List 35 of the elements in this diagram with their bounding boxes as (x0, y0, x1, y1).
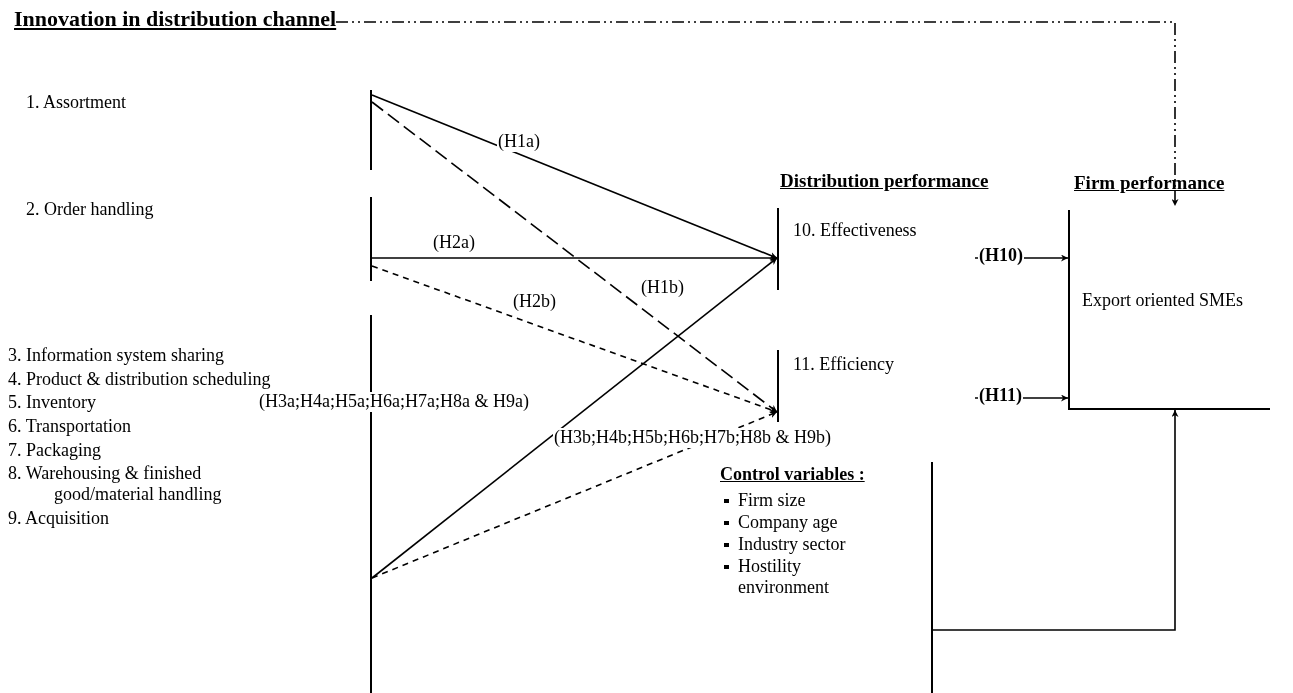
list-item: 6. Transportation (8, 416, 132, 437)
dashed-arrow (371, 101, 778, 413)
list-item: Hostility environment (738, 556, 829, 597)
list-item: 1. Assortment (26, 92, 127, 113)
edge-label: (H1b) (640, 278, 685, 298)
edge-label: (H1a) (497, 132, 541, 152)
section-heading: Distribution performance (780, 170, 989, 192)
list-item: 2. Order handling (26, 199, 155, 220)
list-item: Company age (738, 512, 838, 533)
edge-label: (H11) (978, 386, 1023, 406)
edge-label: (H3b;H4b;H5b;H6b;H7b;H8b & H9b) (553, 428, 832, 448)
arrow (371, 94, 778, 259)
edge-label: (H2a) (432, 233, 476, 253)
section-heading: Control variables : (720, 464, 865, 485)
edge-label: (H3a;H4a;H5a;H6a;H7a;H8a & H9a) (258, 392, 530, 412)
variable-text: 10. Effectiveness (793, 220, 917, 241)
list-item: Industry sector (738, 534, 846, 555)
list-item: 4. Product & distribution scheduling (8, 368, 272, 390)
dashed-arrow (335, 21, 1179, 207)
outcome-box: Export oriented SMEs (1068, 210, 1270, 410)
dashed-arrow (371, 265, 778, 413)
list-item: Firm size (738, 490, 806, 510)
arrow (371, 254, 778, 262)
edge-label: (H10) (978, 246, 1024, 266)
arrow (932, 409, 1179, 631)
heading-text: Innovation in distribution channel (14, 6, 337, 38)
edge-label: (H2b) (512, 292, 557, 312)
list-item: 8. Warehousing & finished good/material handling (8, 463, 223, 505)
arrow (371, 257, 778, 579)
list-item: 3. Information system sharing (8, 345, 225, 366)
list-item: 9. Acquisition (8, 507, 110, 529)
section-heading: Firm performance (1074, 172, 1225, 194)
variable-text: 11. Efficiency (793, 354, 894, 375)
list-item: 7. Packaging (8, 439, 102, 461)
dashed-arrow (371, 411, 778, 579)
